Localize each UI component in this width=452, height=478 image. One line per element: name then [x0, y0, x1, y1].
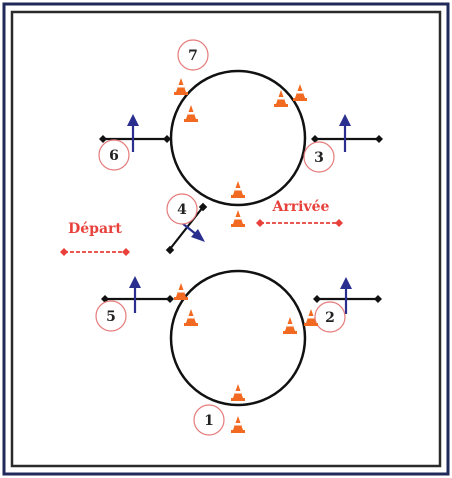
frame-inner [10, 10, 442, 468]
station-2-number: 2 [325, 310, 335, 326]
traffic-cone-icon [274, 90, 288, 107]
station-6-arrow [127, 114, 139, 152]
station-1-badge: 1 [193, 404, 225, 436]
cones-layer [174, 78, 318, 433]
station-6-gate [99, 135, 171, 143]
traffic-cone-icon [231, 181, 245, 198]
station-1-number: 1 [204, 413, 214, 429]
traffic-cone-icon [174, 78, 188, 95]
station-5-number: 5 [106, 309, 116, 325]
depart-line [60, 248, 130, 256]
station-7-badge: 7 [177, 39, 209, 71]
traffic-cone-icon [231, 384, 245, 401]
traffic-cone-icon [231, 210, 245, 227]
traffic-cone-icon [174, 283, 188, 300]
traffic-cone-icon [184, 309, 198, 326]
station-6-badge: 6 [98, 139, 130, 171]
station-7-number: 7 [188, 48, 198, 64]
station-4-badge: 4 [166, 193, 198, 225]
station-2-gate [313, 295, 382, 303]
depart-label: Départ [68, 221, 122, 237]
station-4-number: 4 [177, 202, 187, 218]
station-2-badge: 2 [314, 301, 346, 333]
traffic-cone-icon [184, 105, 198, 122]
bottom-circle [169, 269, 307, 407]
traffic-cone-icon [231, 416, 245, 433]
station-5-badge: 5 [95, 300, 127, 332]
station-3-gate [311, 135, 383, 143]
station-3-number: 3 [314, 150, 324, 166]
station-5-arrow [129, 276, 141, 313]
station-2-arrow [340, 277, 352, 314]
traffic-cone-icon [283, 317, 297, 334]
station-3-arrow [339, 114, 351, 152]
top-circle [169, 69, 307, 207]
arrivee-line [256, 219, 343, 227]
traffic-cone-icon [304, 309, 318, 326]
station-6-number: 6 [109, 148, 119, 164]
traffic-cone-icon [293, 84, 307, 101]
arrivee-label: Arrivée [272, 199, 330, 215]
station-3-badge: 3 [303, 141, 335, 173]
